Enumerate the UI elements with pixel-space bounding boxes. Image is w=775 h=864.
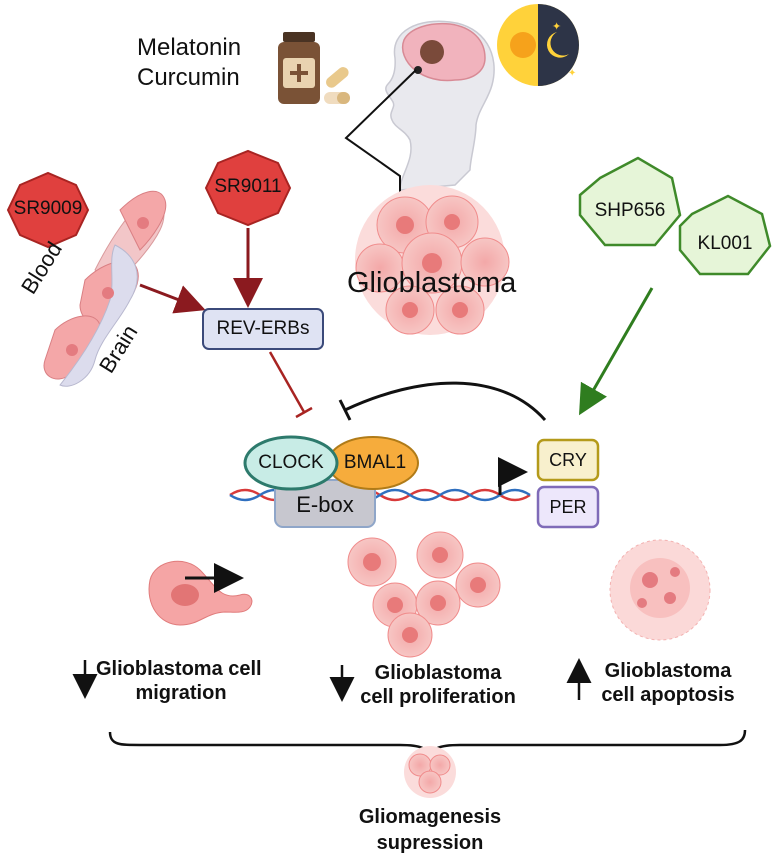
per-label: PER: [549, 496, 587, 517]
clock-label: CLOCK: [258, 452, 324, 473]
day-night-icon: ✦ ✦: [497, 4, 579, 86]
proliferation-outcome-line1: Glioblastoma: [374, 662, 502, 684]
migration-outcome-line1: Glioblastoma cell: [96, 658, 262, 680]
final-outcome-line2: supression: [376, 832, 484, 854]
svg-text:✦: ✦: [568, 68, 576, 79]
apoptosis-outcome-line2: cell apoptosis: [601, 684, 735, 706]
inhibition-cry-to-clock: [344, 381, 547, 422]
supplement-label-1: Melatonin: [137, 34, 242, 61]
reverbs-label: REV-ERBs: [216, 318, 310, 339]
final-outcome-line1: Gliomagenesis: [358, 806, 502, 828]
kl001-label: KL001: [697, 233, 753, 254]
ebox-label: E-box: [296, 492, 354, 517]
glioblastoma-tumor-illustration: [355, 185, 510, 335]
glioblastoma-label: Glioblastoma: [347, 267, 517, 299]
cry-label: CRY: [549, 449, 587, 470]
suppressed-tumor-illustration: [404, 746, 456, 798]
apoptotic-cell-illustration: [609, 539, 711, 641]
sr9011-label: SR9011: [214, 176, 282, 197]
arrow-bbb-to-reverbs: [139, 283, 206, 314]
blood-brain-barrier-cells: [43, 190, 167, 387]
migrating-cell-illustration: [148, 560, 253, 626]
transcription-start-arrow: [498, 457, 528, 495]
inhibition-reverbs-to-clock: [268, 351, 306, 413]
apoptosis-outcome-line1: Glioblastoma: [604, 660, 732, 682]
inhibition-line-from-head: [344, 69, 417, 198]
human-head-icon: [385, 20, 495, 191]
shp656-polygon: [578, 156, 682, 247]
sr9011-octagon: [204, 149, 292, 227]
per-box: [536, 485, 600, 529]
cry-box: [536, 438, 600, 482]
supplement-bottle-icon: [278, 32, 320, 104]
migration-outcome-line2: migration: [135, 682, 227, 704]
supplement-label-2: Curcumin: [137, 64, 240, 91]
proliferation-outcome-line2: cell proliferation: [360, 686, 516, 708]
sr9009-label: SR9009: [13, 198, 83, 219]
kl001-polygon: [678, 194, 772, 276]
pill-capsule-icon: [324, 67, 350, 104]
clock-ellipse: [243, 435, 339, 491]
shp656-label: SHP656: [594, 200, 666, 221]
svg-text:✦: ✦: [552, 20, 561, 33]
proliferating-cells-illustration: [347, 531, 501, 658]
bmal1-label: BMAL1: [343, 452, 407, 473]
reverbs-box: [202, 308, 324, 350]
sr9009-octagon: [6, 171, 90, 249]
arrow-kl001-to-cry: [579, 287, 654, 416]
